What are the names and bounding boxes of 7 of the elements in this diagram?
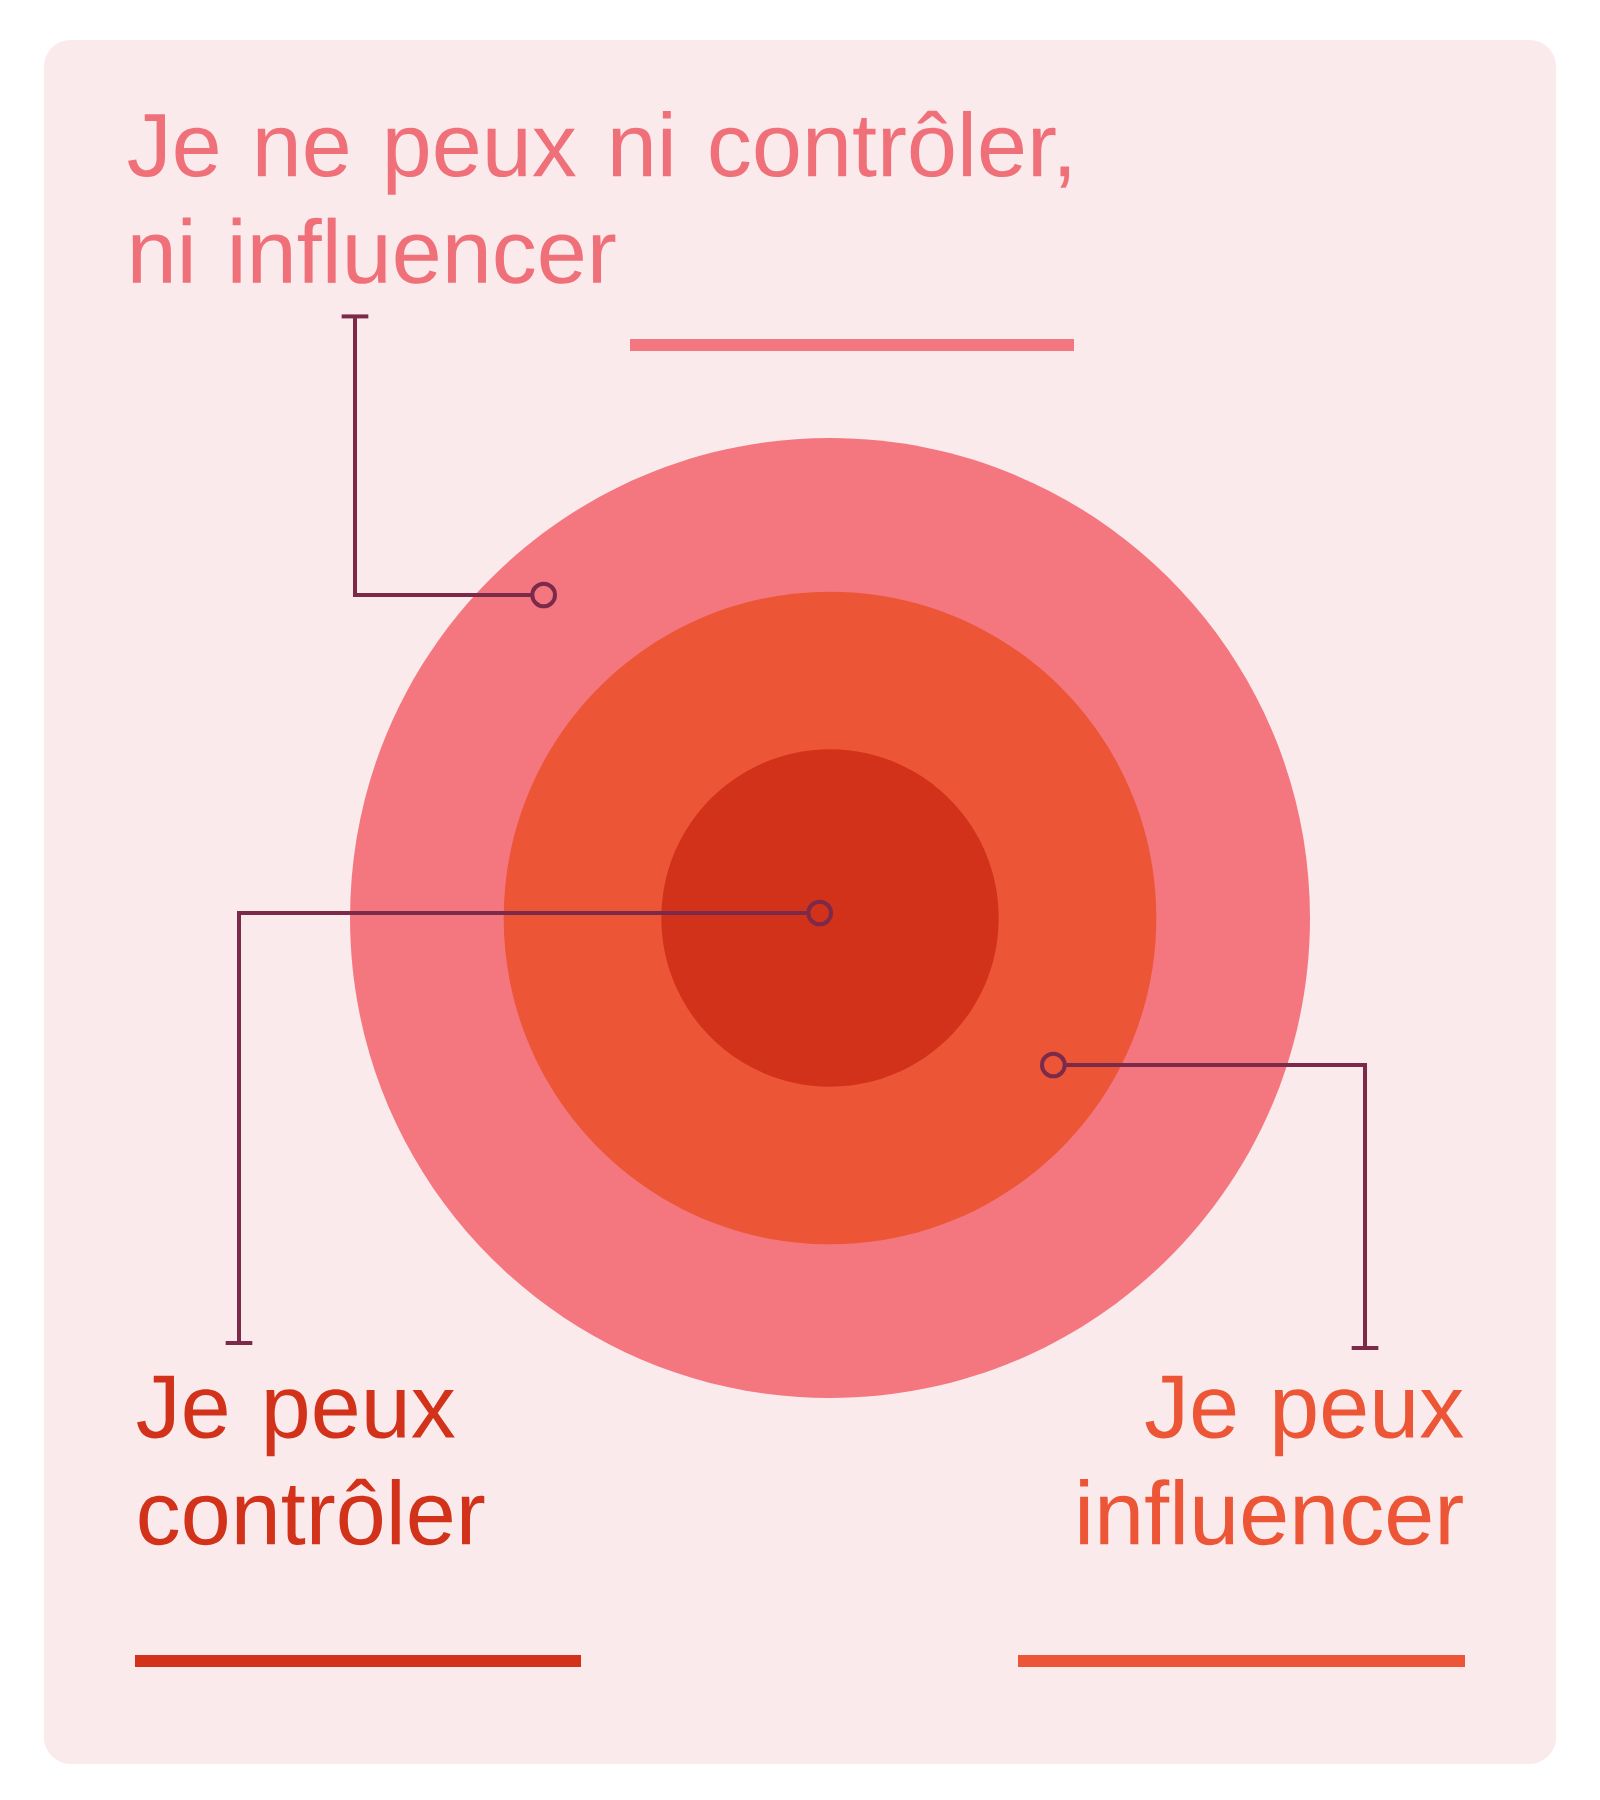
leader-line [225,899,833,1345]
inner-circle [661,749,999,1087]
leader-line [341,314,557,609]
heading-text: Je ne peux ni contrôler, ni influencer [128,110,1070,284]
label-text: Je peux influencer [1080,1375,1464,1546]
leader-line [1040,1051,1379,1350]
label-text: Je peux contrôler [137,1375,485,1546]
